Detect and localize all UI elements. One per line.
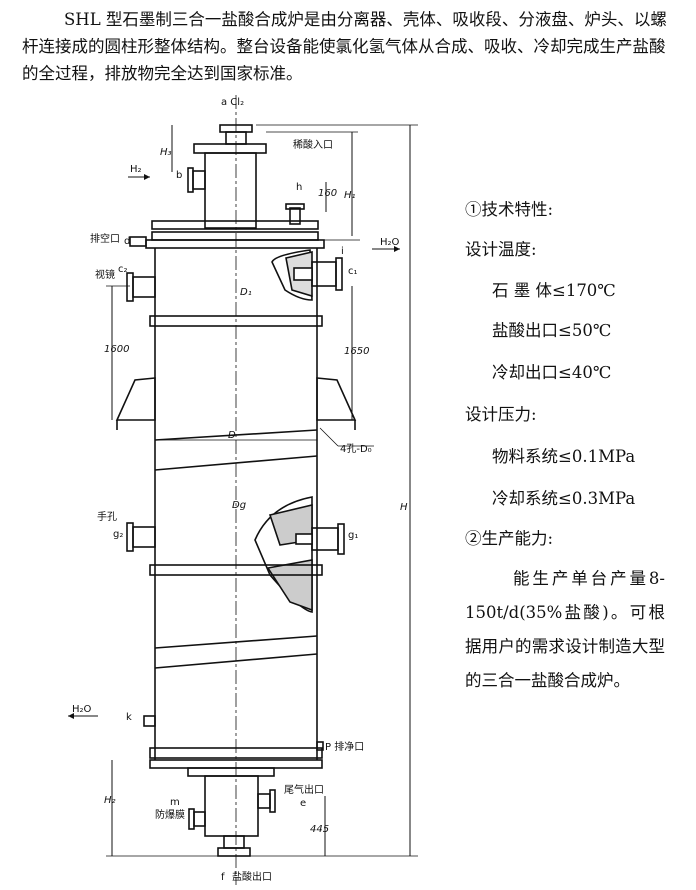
label-i: i — [341, 246, 344, 257]
label-d1: D₁ — [240, 287, 252, 298]
graphite-temp: 石 墨 体≤170℃ — [492, 281, 616, 300]
label-g1: g₁ — [348, 530, 358, 541]
label-h3: H₃ — [160, 147, 172, 158]
dilute-acid-nozzle — [289, 207, 301, 225]
label-h: h — [296, 182, 302, 193]
design-pressure-label: 设计压力: — [465, 405, 537, 424]
left-support — [115, 377, 156, 421]
label-k: k — [126, 712, 132, 723]
label-445: 445 — [310, 824, 329, 835]
cooling-outlet-temp: 冷却出口≤40℃ — [492, 363, 612, 382]
label-c1: c₁ — [348, 266, 358, 277]
label-d: d — [124, 236, 130, 247]
bottom-separator-body — [204, 775, 259, 837]
g1-nozzle — [311, 527, 339, 551]
cooling-pressure: 冷却系统≤0.3MPa — [492, 489, 636, 508]
h2-nozzle — [192, 170, 206, 190]
separator-body — [204, 152, 257, 229]
label-e: e — [300, 798, 306, 809]
label-total-h: H — [400, 502, 408, 513]
bottom-separator-flange — [187, 767, 275, 777]
label-holes: 4孔-D₀ — [340, 443, 372, 455]
label-h1: H₁ — [344, 190, 356, 201]
tail-gas-nozzle — [257, 793, 271, 809]
design-temp-label: 设计温度: — [465, 240, 537, 259]
c1-nozzle — [311, 261, 337, 287]
label-1650: 1650 — [344, 346, 369, 357]
top-flange-1 — [151, 220, 319, 230]
explosion-vent-nozzle — [193, 811, 206, 827]
label-a-cl2: a Cl₂ — [221, 97, 244, 108]
k-nozzle — [143, 715, 156, 727]
capacity-heading: ②生产能力: — [465, 529, 554, 548]
label-m: m — [170, 797, 180, 808]
label-1600: 1600 — [104, 344, 129, 355]
acid-outlet-flange — [217, 847, 251, 857]
label-dg: Dg — [232, 500, 246, 511]
label-h2o-top: H₂O — [380, 237, 400, 248]
label-b: b — [176, 170, 182, 181]
label-drain: 排空口 — [90, 232, 120, 245]
label-h2o-bottom: H₂O — [72, 704, 92, 715]
label-tail-gas: 尾气出口 — [284, 783, 324, 796]
label-h2-bottom: H₂ — [104, 795, 116, 806]
label-explosion-vent: 防爆膜 — [155, 808, 185, 821]
label-d-main: D — [228, 430, 236, 441]
intro-paragraph: SHL 型石墨制三合一盐酸合成炉是由分离器、壳体、吸收段、分液盘、炉头、以螺杆连… — [22, 10, 667, 83]
right-support — [316, 377, 357, 421]
label-acid-outlet: 盐酸出口 — [232, 870, 272, 883]
label-sight-glass: 视镜 — [95, 268, 115, 281]
sight-glass-nozzle — [132, 276, 156, 298]
drain-nozzle — [129, 236, 147, 247]
label-dilute-inlet: 稀酸入口 — [293, 138, 333, 151]
label-160: 160 — [318, 188, 337, 199]
top-flange-3 — [145, 239, 325, 249]
p-nozzle — [316, 741, 324, 751]
label-h2: H₂ — [130, 164, 142, 175]
handhole-nozzle — [132, 526, 156, 548]
label-g2: g₂ — [113, 529, 123, 540]
label-handhole: 手孔 — [97, 510, 117, 523]
label-c2: c₂ — [118, 264, 128, 275]
acid-outlet-temp: 盐酸出口≤50℃ — [492, 321, 612, 340]
mid-flange-1 — [149, 315, 323, 327]
bottom-flange-1 — [149, 747, 323, 759]
label-f: f — [221, 872, 225, 883]
label-p-drain: P 排净口 — [325, 740, 364, 753]
mid-flange-2 — [149, 564, 323, 576]
tech-heading: ①技术特性: — [465, 200, 554, 219]
spiral-1 — [154, 429, 318, 441]
capacity-text: 能生产单台产量8-150t/d(35%盐酸)。可根据用户的需求设计制造大型的三合… — [465, 569, 665, 690]
separator-top-flange — [193, 143, 267, 154]
material-pressure: 物料系统≤0.1MPa — [492, 447, 636, 466]
top-flange-2 — [151, 231, 319, 241]
